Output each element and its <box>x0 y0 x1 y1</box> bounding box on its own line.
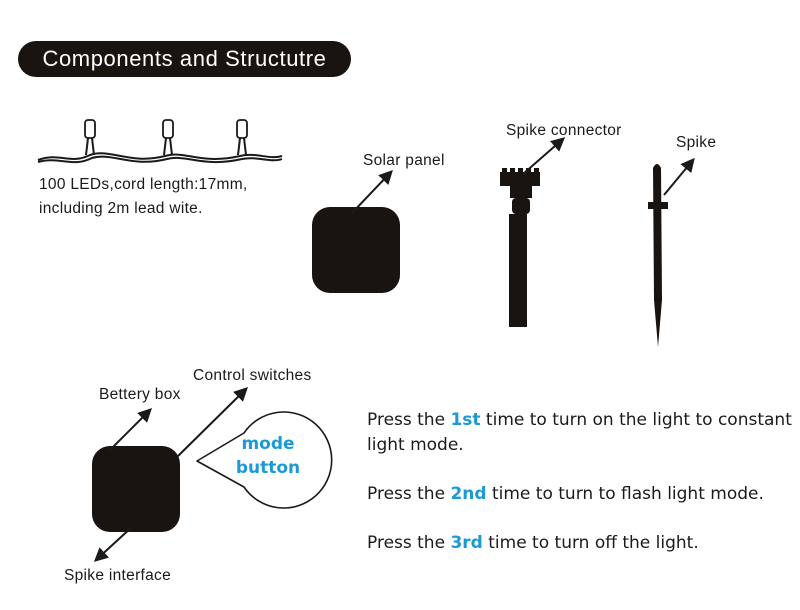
spike-arrow <box>663 157 695 196</box>
spike-interface-label: Spike interface <box>64 567 172 584</box>
led-bulb-2 <box>162 119 174 156</box>
instruction-1-ordinal: 1st <box>450 410 481 430</box>
instruction-1-prefix: Press the <box>367 410 451 430</box>
instruction-1: Press the 1st time to turn on the light … <box>367 408 792 433</box>
instruction-3-prefix: Press the <box>367 533 451 553</box>
mode-button-callout <box>196 411 333 509</box>
solar-panel-shape <box>312 207 400 293</box>
spike-shape <box>648 164 668 347</box>
spike-interface-arrow <box>93 526 133 562</box>
instruction-2-suffix: time to turn to flash light mode. <box>486 484 764 504</box>
battery-box-arrow <box>109 408 152 451</box>
battery-box-shape <box>92 446 180 532</box>
instruction-3: Press the 3rd time to turn off the light… <box>367 531 699 556</box>
solar-panel-label: Solar panel <box>363 152 445 169</box>
instruction-2: Press the 2nd time to turn to flash ligh… <box>367 482 764 507</box>
led-bulb-1 <box>84 119 96 156</box>
instruction-1-continuation: light mode. <box>367 435 464 455</box>
spike-connector-shape <box>500 168 540 327</box>
mode-button-label-line2: button <box>235 458 301 478</box>
instruction-3-ordinal: 3rd <box>450 533 483 553</box>
control-switches-arrow <box>175 387 248 459</box>
spike-connector-arrow <box>522 137 566 175</box>
spike-label: Spike <box>676 134 717 151</box>
led-description-line2: including 2m lead wite. <box>39 200 203 217</box>
spike-connector-label: Spike connector <box>506 122 622 139</box>
led-string-illustration <box>37 119 283 164</box>
instruction-1-suffix: time to turn on the light to constant <box>480 410 792 430</box>
instruction-2-ordinal: 2nd <box>450 484 487 504</box>
instruction-2-prefix: Press the <box>367 484 451 504</box>
solar-panel-arrow <box>351 169 393 214</box>
led-description-line1: 100 LEDs,cord length:17mm, <box>39 176 248 193</box>
led-bulb-3 <box>236 119 248 156</box>
mode-button-label-line1: mode <box>241 434 295 454</box>
page-title: Components and Structutre <box>42 46 327 71</box>
battery-box-label: Bettery box <box>99 386 181 403</box>
instruction-3-suffix: time to turn off the light. <box>482 533 699 553</box>
title-banner: Components and Structutre <box>18 41 351 77</box>
control-switches-label: Control switches <box>193 367 312 384</box>
